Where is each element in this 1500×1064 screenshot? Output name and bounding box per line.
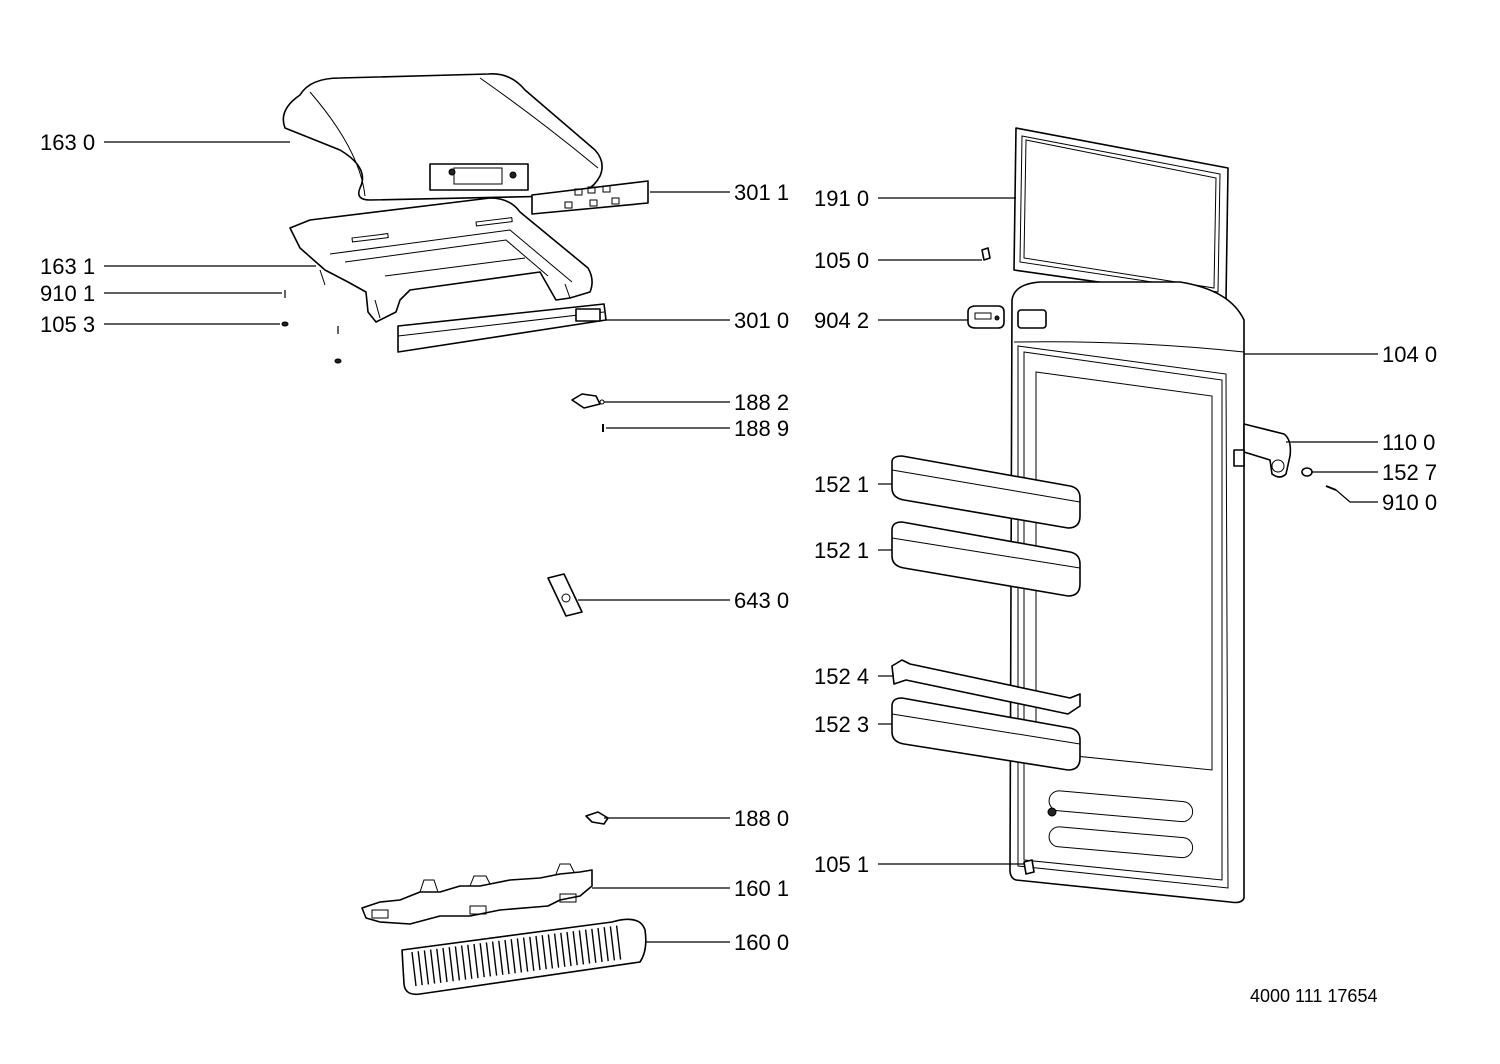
label-152-3: 152 3 bbox=[814, 712, 869, 737]
label-105-0: 105 0 bbox=[814, 248, 869, 273]
part-door-rail bbox=[891, 659, 1081, 715]
label-301-1: 301 1 bbox=[734, 180, 789, 205]
label-160-1: 160 1 bbox=[734, 876, 789, 901]
part-small-clip bbox=[585, 811, 609, 825]
part-door-hinge bbox=[1233, 423, 1292, 478]
part-door-balcony-1 bbox=[891, 455, 1081, 529]
label-910-0: 910 0 bbox=[1382, 490, 1437, 515]
label-160-0: 160 0 bbox=[734, 930, 789, 955]
label-104-0: 104 0 bbox=[1382, 342, 1437, 367]
label-188-9: 188 9 bbox=[734, 416, 789, 441]
part-bottom-grille bbox=[401, 918, 647, 996]
label-110-0: 110 0 bbox=[1382, 430, 1435, 455]
label-152-1-a: 152 1 bbox=[814, 472, 869, 497]
label-152-4: 152 4 bbox=[814, 664, 869, 689]
label-643-0: 643 0 bbox=[734, 588, 789, 613]
label-910-1: 910 1 bbox=[40, 281, 95, 306]
part-door-stop-top bbox=[981, 247, 991, 261]
label-163-1: 163 1 bbox=[40, 254, 95, 279]
label-105-3: 105 3 bbox=[40, 312, 95, 337]
part-door-stop-bottom bbox=[1023, 859, 1035, 875]
part-cover-frame bbox=[289, 197, 593, 323]
part-door-handle-insert bbox=[967, 305, 1005, 329]
label-191-0: 191 0 bbox=[814, 186, 869, 211]
part-hinge-screw bbox=[1325, 485, 1337, 491]
part-small-fasteners bbox=[281, 290, 342, 364]
part-control-strip bbox=[397, 303, 607, 353]
label-301-0: 301 0 bbox=[734, 308, 789, 333]
label-152-7: 152 7 bbox=[1382, 460, 1437, 485]
label-188-0: 188 0 bbox=[734, 806, 789, 831]
part-door-balcony-3 bbox=[891, 697, 1081, 771]
part-door-balcony-2 bbox=[891, 521, 1081, 597]
document-number: 4000 111 17654 bbox=[1250, 986, 1377, 1006]
part-control-panel-label bbox=[531, 180, 649, 215]
part-washer bbox=[1301, 467, 1313, 477]
label-152-1-b: 152 1 bbox=[814, 538, 869, 563]
label-188-2: 188 2 bbox=[734, 390, 789, 415]
part-door-gasket bbox=[1013, 127, 1229, 301]
part-top-cover bbox=[282, 73, 603, 201]
label-105-1: 105 1 bbox=[814, 852, 869, 877]
leader-lines bbox=[104, 141, 1378, 943]
label-904-2: 904 2 bbox=[814, 308, 869, 333]
label-163-0: 163 0 bbox=[40, 130, 95, 155]
part-hinge-clip bbox=[571, 393, 605, 409]
part-bracket bbox=[547, 573, 583, 617]
part-bottom-rail bbox=[361, 863, 593, 925]
